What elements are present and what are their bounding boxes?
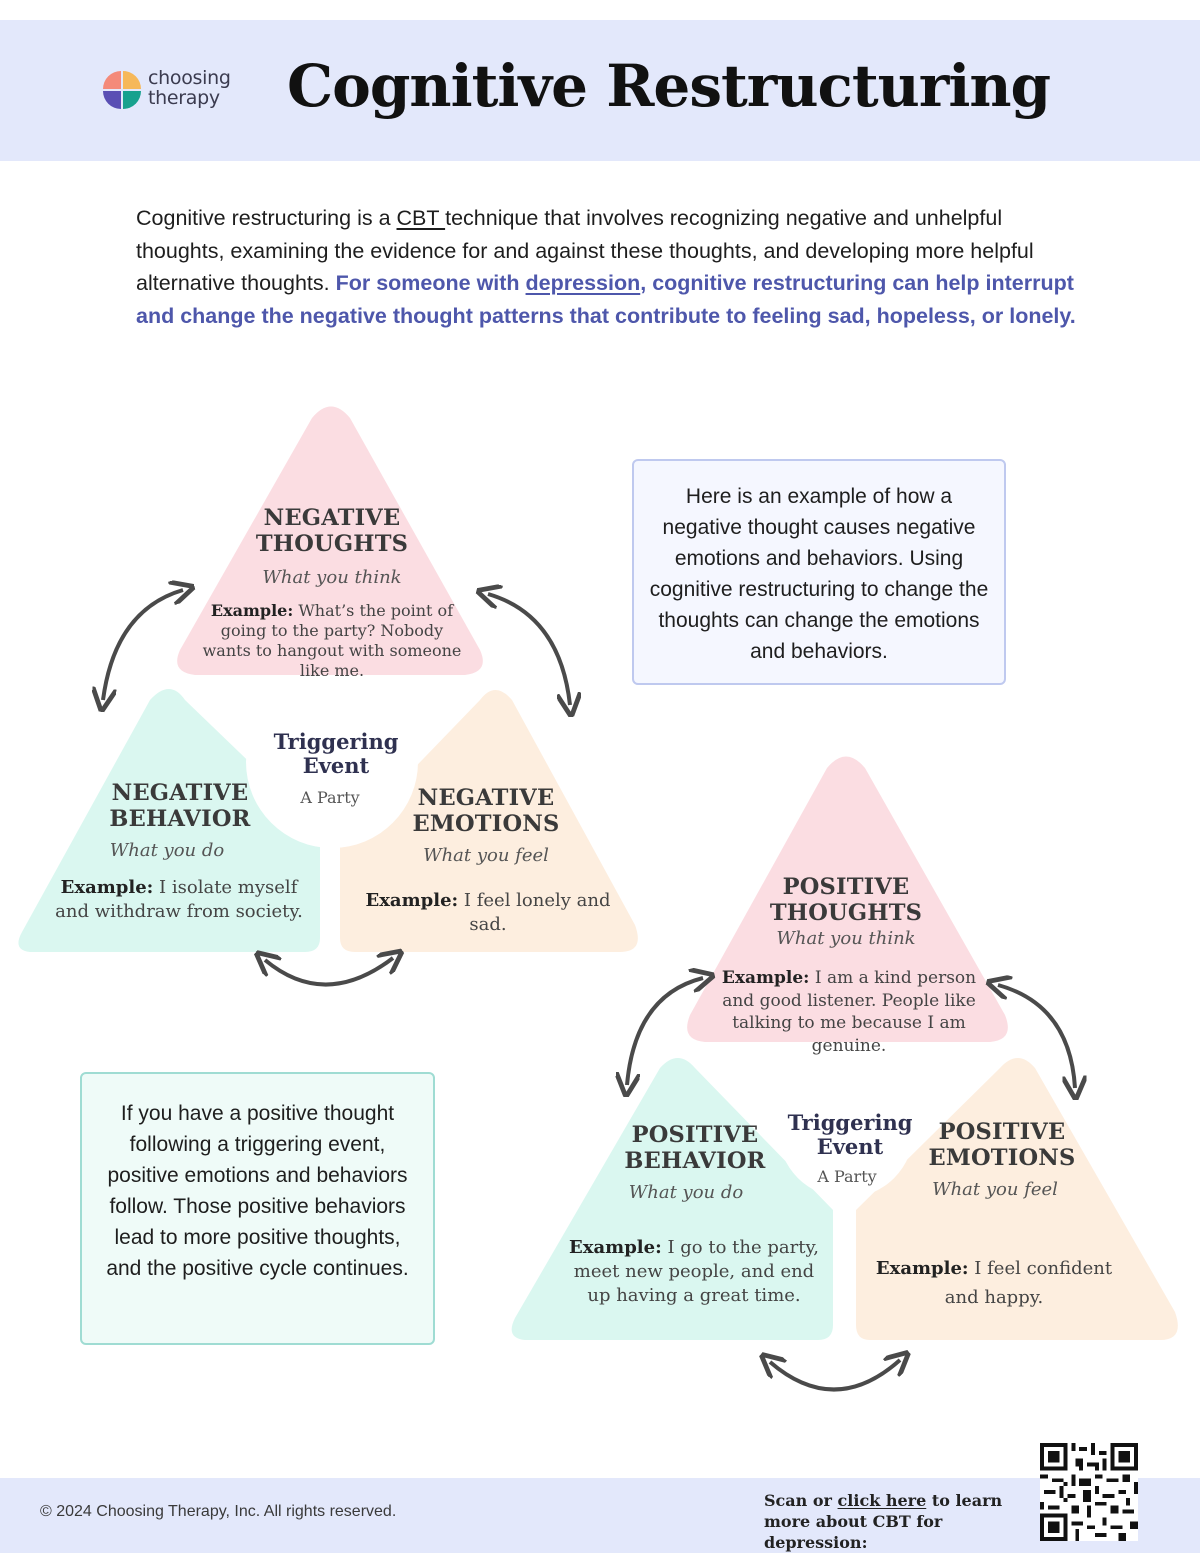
positive-thoughts-shape: [687, 756, 1008, 1042]
cycle-arrow-icon: [265, 958, 393, 987]
copyright-text: © 2024 Choosing Therapy, Inc. All rights…: [40, 1503, 397, 1520]
negative-thoughts-shape: [177, 406, 483, 675]
example-label: Example:: [569, 1237, 662, 1258]
positive-behavior-shape: [511, 1058, 833, 1340]
intro-highlight-2: , cognitive restructuring can help inter…: [136, 271, 1076, 328]
scan-text-2: to learn more about CBT for depression:: [764, 1491, 1003, 1552]
cycle-arrow-icon: [998, 985, 1075, 1088]
negative-trigger-circle: [246, 676, 418, 848]
positive-behavior-title-1: POSITIVE: [631, 1122, 759, 1148]
positive-trigger-circle: [778, 1062, 914, 1198]
positive-thoughts-example: Example: I am a kind person and good lis…: [720, 967, 978, 1057]
positive-behavior-subtitle: What you do: [628, 1182, 744, 1203]
page-title: Cognitive Restructuring: [287, 52, 1051, 120]
intro-paragraph: Cognitive restructuring is a CBT techniq…: [136, 202, 1076, 332]
positive-trigger-label: Triggering Event A Party: [780, 1110, 920, 1187]
example-text: I go to the party, meet new people, and …: [573, 1237, 819, 1306]
header-band: [0, 20, 1200, 161]
positive-emotions-title-2: EMOTIONS: [928, 1145, 1076, 1171]
footer-band: [0, 1478, 1200, 1553]
negative-trigger-label: Triggering Event A Party: [266, 729, 406, 808]
scan-prompt: Scan or click here to learn more about C…: [764, 1490, 1034, 1553]
negative-behavior-example: Example: I isolate myself and withdraw f…: [55, 876, 303, 924]
choosing-therapy-logo-icon: [103, 71, 141, 109]
trigger-title-1: Triggering: [273, 729, 399, 754]
example-text: I feel confident and happy.: [944, 1258, 1113, 1308]
trigger-title-1: Triggering: [787, 1110, 913, 1135]
example-label: Example:: [365, 890, 459, 911]
positive-thoughts-label: POSITIVE THOUGHTS What you think: [736, 874, 956, 949]
trigger-subtitle: A Party: [300, 788, 360, 807]
positive-behavior-title-2: BEHAVIOR: [624, 1148, 766, 1174]
intro-text-1: Cognitive restructuring is a: [136, 206, 397, 230]
scan-text-1: Scan or: [764, 1491, 838, 1510]
cycle-arrow-icon: [103, 590, 183, 700]
negative-emotions-subtitle: What you feel: [423, 845, 549, 866]
positive-behavior-example: Example: I go to the party, meet new peo…: [566, 1236, 822, 1308]
negative-emotions-title-2: EMOTIONS: [412, 811, 560, 837]
logo-line-1: choosing: [148, 67, 231, 89]
example-text: What’s the point of going to the party? …: [202, 601, 462, 680]
negative-emotions-label: NEGATIVE EMOTIONS What you feel: [376, 785, 596, 866]
logo-wordmark: choosing therapy: [148, 68, 231, 108]
positive-emotions-label: POSITIVE EMOTIONS What you feel: [892, 1119, 1112, 1200]
negative-thoughts-label: NEGATIVE THOUGHTS What you think: [222, 505, 442, 588]
cycle-arrow-icon: [627, 978, 703, 1085]
positive-emotions-subtitle: What you feel: [932, 1179, 1058, 1200]
positive-thoughts-subtitle: What you think: [776, 928, 916, 949]
example-text: I am a kind person and good listener. Pe…: [722, 968, 977, 1056]
negative-cycle-note: Here is an example of how a negative tho…: [632, 459, 1006, 685]
negative-emotions-title-1: NEGATIVE: [417, 785, 555, 811]
negative-behavior-label: NEGATIVE BEHAVIOR What you do: [70, 780, 290, 861]
trigger-title-2: Event: [302, 753, 370, 778]
positive-cycle-note: If you have a positive thought following…: [80, 1072, 435, 1345]
negative-behavior-title-1: NEGATIVE: [111, 780, 249, 806]
cbt-link[interactable]: CBT: [396, 206, 446, 230]
positive-emotions-example: Example: I feel confident and happy.: [872, 1254, 1116, 1312]
positive-behavior-label: POSITIVE BEHAVIOR What you do: [585, 1122, 805, 1203]
click-here-link[interactable]: click here: [837, 1491, 927, 1510]
positive-thoughts-title-2: THOUGHTS: [769, 900, 923, 926]
negative-thoughts-title-2: THOUGHTS: [255, 531, 409, 557]
negative-thoughts-example: Example: What’s the point of going to th…: [198, 601, 466, 681]
logo-line-2: therapy: [148, 87, 220, 109]
negative-thoughts-title-1: NEGATIVE: [263, 505, 401, 531]
trigger-title-2: Event: [816, 1134, 884, 1159]
negative-behavior-subtitle: What you do: [109, 840, 225, 861]
positive-emotions-title-1: POSITIVE: [938, 1119, 1066, 1145]
example-text: I isolate myself and withdraw from socie…: [55, 877, 303, 922]
negative-behavior-shape: [18, 689, 321, 952]
cycle-arrow-icon: [770, 1360, 900, 1392]
intro-highlight-1: For someone with: [335, 271, 526, 295]
example-label: Example:: [721, 968, 810, 988]
example-label: Example:: [210, 601, 294, 620]
depression-link[interactable]: depression: [525, 271, 641, 295]
qr-code-icon[interactable]: [1040, 1443, 1138, 1541]
negative-behavior-title-2: BEHAVIOR: [109, 806, 251, 832]
trigger-subtitle: A Party: [817, 1167, 877, 1186]
positive-thoughts-title-1: POSITIVE: [782, 874, 910, 900]
negative-emotions-example: Example: I feel lonely and sad.: [362, 889, 614, 937]
negative-emotions-shape: [340, 690, 638, 952]
cycle-arrow-icon: [488, 594, 570, 705]
negative-thoughts-subtitle: What you think: [262, 567, 402, 588]
example-text: I feel lonely and sad.: [458, 890, 611, 935]
example-label: Example:: [60, 877, 154, 898]
example-label: Example:: [875, 1258, 969, 1279]
intro-text-2: technique that involves recognizing nega…: [136, 206, 1034, 295]
positive-emotions-shape: [856, 1058, 1178, 1340]
